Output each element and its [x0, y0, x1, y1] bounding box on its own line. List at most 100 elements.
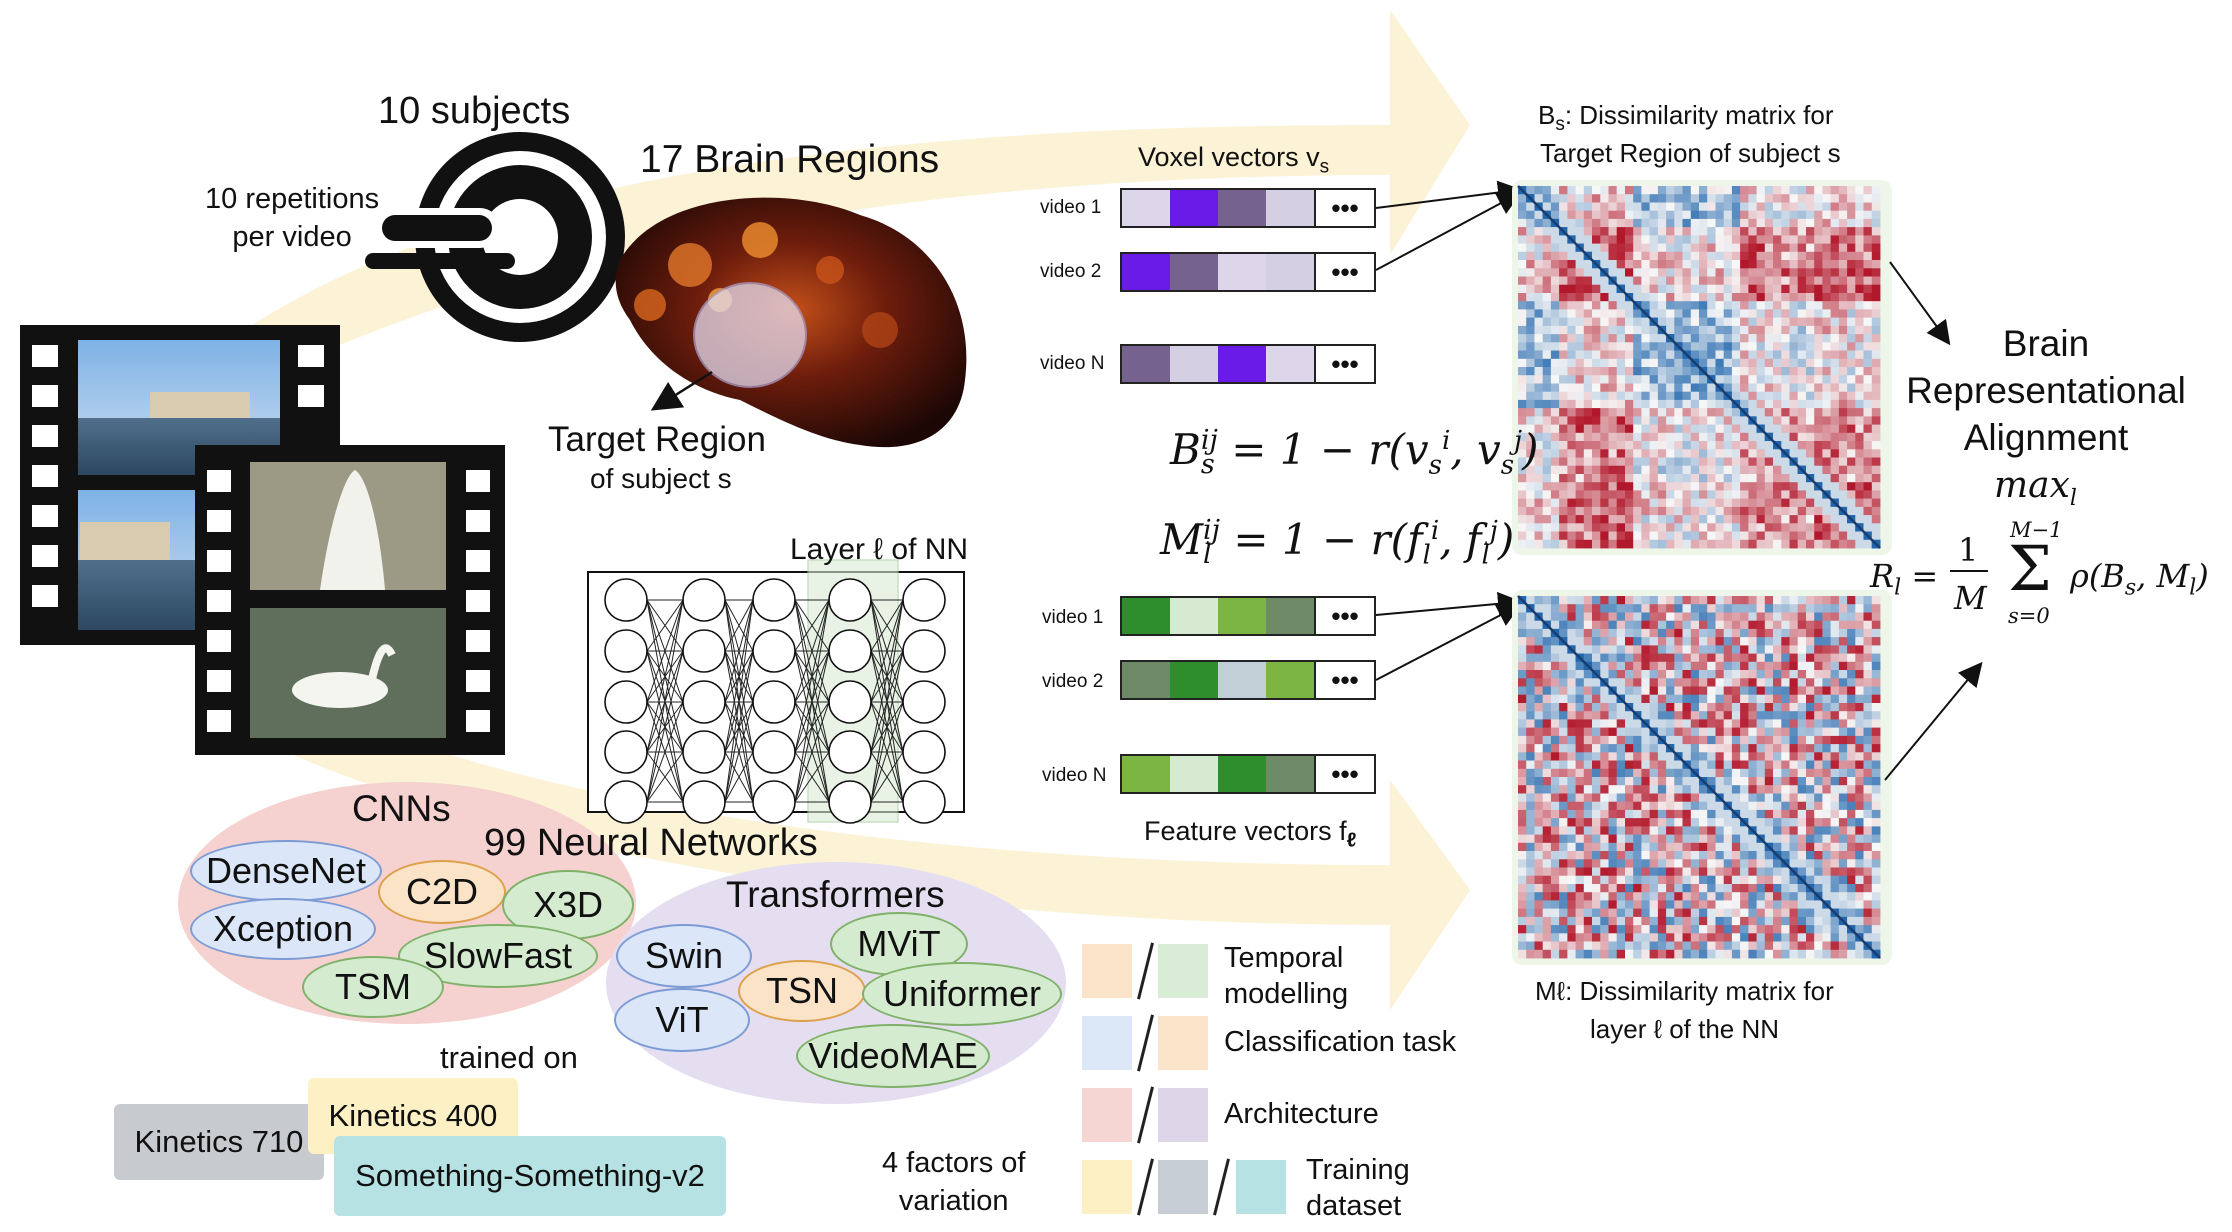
target-region-pointer	[650, 370, 713, 411]
matrix-cell	[1649, 284, 1659, 294]
matrix-cell	[1657, 284, 1667, 294]
matrix-cell	[1542, 653, 1552, 663]
matrix-cell	[1550, 596, 1560, 605]
matrix-cell	[1600, 768, 1609, 778]
matrix-cell	[1657, 859, 1667, 868]
matrix-cell	[1773, 268, 1782, 277]
matrix-cell	[1575, 367, 1585, 376]
matrix-cell	[1616, 884, 1626, 893]
matrix-cell	[1707, 506, 1716, 516]
matrix-cell	[1707, 424, 1716, 434]
matrix-cell	[1674, 826, 1683, 836]
matrix-cell	[1756, 539, 1766, 549]
matrix-cell	[1518, 875, 1527, 885]
matrix-cell	[1847, 678, 1856, 687]
matrix-cell	[1847, 686, 1856, 696]
matrix-cell	[1608, 515, 1618, 524]
matrix-cell	[1550, 892, 1560, 901]
matrix-cell	[1814, 900, 1823, 910]
matrix-cell	[1871, 375, 1881, 384]
matrix-cell	[1608, 367, 1618, 376]
matrix-cell	[1814, 661, 1823, 671]
matrix-cell	[1847, 777, 1856, 786]
matrix-cell	[1567, 474, 1577, 483]
nn-connection	[724, 599, 754, 753]
matrix-cell	[1583, 826, 1593, 836]
matrix-cell	[1748, 449, 1758, 458]
matrix-cell	[1789, 424, 1799, 434]
matrix-cell	[1723, 703, 1733, 712]
nn-connection	[794, 599, 830, 753]
matrix-cell	[1526, 859, 1535, 868]
matrix-cell	[1526, 711, 1535, 720]
matrix-cell	[1583, 309, 1593, 319]
matrix-cell	[1542, 441, 1552, 450]
matrix-cell	[1567, 416, 1577, 426]
matrix-cell	[1781, 875, 1790, 885]
matrix-cell	[1583, 752, 1593, 761]
matrix-cell	[1797, 350, 1807, 360]
matrix-cell	[1731, 276, 1741, 286]
matrix-cell	[1814, 342, 1823, 351]
nn-neuron	[752, 680, 796, 724]
matrix-cell	[1641, 383, 1651, 393]
matrix-cell	[1526, 268, 1535, 277]
matrix-cell	[1863, 612, 1873, 622]
matrix-cell	[1806, 719, 1815, 729]
matrix-cell	[1822, 916, 1832, 926]
matrix-cell	[1855, 596, 1864, 605]
matrix-cell	[1699, 515, 1708, 524]
matrix-cell	[1847, 210, 1856, 220]
matrix-cell	[1559, 661, 1568, 671]
matrix-cell	[1838, 235, 1848, 245]
matrix-cell	[1666, 301, 1675, 310]
matrix-cell	[1674, 768, 1683, 778]
matrix-cell	[1657, 933, 1667, 942]
matrix-cell	[1838, 293, 1848, 302]
matrix-cell	[1764, 620, 1774, 630]
matrix-cell	[1723, 457, 1733, 467]
nn-connection	[870, 751, 904, 803]
matrix-cell	[1518, 523, 1527, 532]
matrix-cell	[1838, 859, 1848, 868]
neural-network-graph	[604, 578, 946, 824]
matrix-cell	[1781, 785, 1790, 794]
matrix-cell	[1542, 457, 1552, 467]
matrix-cell	[1773, 260, 1782, 269]
matrix-cell	[1748, 884, 1758, 893]
matrix-cell	[1707, 474, 1716, 483]
matrix-cell	[1526, 703, 1535, 712]
matrix-cell	[1838, 867, 1848, 877]
matrix-cell	[1608, 490, 1618, 500]
nn-neuron	[682, 629, 726, 673]
matrix-cell	[1657, 399, 1667, 409]
matrix-cell	[1707, 628, 1716, 638]
matrix-cell	[1657, 637, 1667, 646]
matrix-cell	[1649, 251, 1659, 261]
matrix-cell	[1583, 768, 1593, 778]
matrix-cell	[1608, 735, 1618, 745]
matrix-cell	[1871, 900, 1881, 910]
matrix-cell	[1682, 884, 1692, 893]
matrix-cell	[1723, 949, 1733, 959]
matrix-cell	[1847, 506, 1856, 516]
matrix-cell	[1559, 301, 1568, 310]
matrix-cell	[1855, 670, 1864, 679]
matrix-cell	[1583, 678, 1593, 687]
matrix-cell	[1781, 949, 1790, 959]
matrix-cell	[1731, 251, 1741, 261]
matrix-cell	[1690, 539, 1700, 549]
matrix-cell	[1633, 653, 1642, 663]
matrix-cell	[1723, 342, 1733, 351]
matrix-cell	[1526, 342, 1535, 351]
matrix-cell	[1608, 531, 1618, 541]
matrix-cell	[1838, 612, 1848, 622]
matrix-cell	[1855, 284, 1864, 294]
matrix-cell	[1699, 867, 1708, 877]
matrix-cell	[1649, 350, 1659, 360]
matrix-cell	[1773, 842, 1782, 852]
matrix-cell	[1682, 834, 1692, 844]
matrix-cell	[1871, 482, 1881, 491]
matrix-cell	[1814, 325, 1823, 335]
matrix-cell	[1715, 457, 1725, 467]
